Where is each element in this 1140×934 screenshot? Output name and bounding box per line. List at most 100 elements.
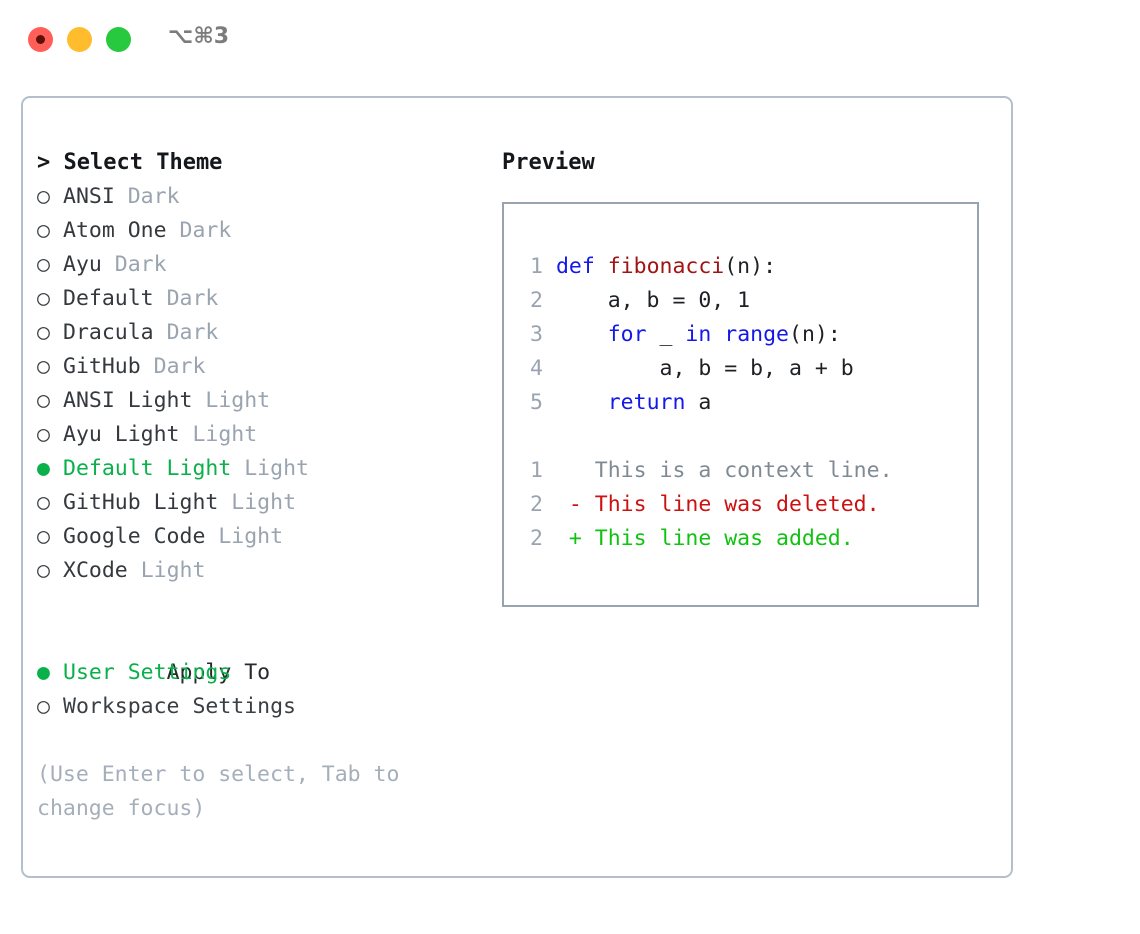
code-token-keyword: for (607, 322, 647, 347)
theme-list-item[interactable]: ○ Google Code Light (37, 520, 497, 554)
code-line: 5 return a (517, 386, 893, 420)
hint-line-2: change focus) (37, 796, 206, 821)
diff-line: 1 This is a context line. (517, 454, 892, 488)
theme-list-item[interactable]: ○Ayu Light Light (37, 418, 497, 452)
radio-selected-icon: ● (37, 456, 50, 481)
theme-name: Dracula (63, 320, 154, 345)
radio-unselected-icon: ○ (37, 558, 50, 583)
diff-line-text: This line was added. (594, 526, 854, 551)
diff-marker: + (568, 526, 582, 551)
diff-line: 2 - This line was deleted. (517, 488, 893, 522)
theme-name-separator (167, 218, 180, 243)
theme-name: ANSI (63, 184, 115, 209)
theme-list-item[interactable]: ●Default Light Light (37, 452, 497, 486)
code-token-function: fibonacci (607, 254, 725, 279)
apply-to-option[interactable]: ○Workspace Settings (37, 690, 497, 724)
theme-name: Default Light (63, 456, 232, 481)
theme-category-label: Dark (166, 320, 219, 345)
line-number: 2 (530, 526, 543, 551)
theme-list-item[interactable]: ○ Atom One Dark (37, 214, 497, 248)
minimize-window-button[interactable] (67, 27, 92, 52)
theme-name-separator (205, 524, 218, 549)
theme-category-label: Light (192, 422, 258, 447)
theme-name: Ayu (63, 252, 102, 277)
theme-list-item[interactable]: ○GitHub Light Light (37, 486, 497, 520)
gutter-gap (543, 526, 569, 551)
theme-list[interactable]: ○ANSI Dark○Atom One Dark○Ayu Dark○Defaul… (37, 180, 497, 588)
gutter-gap (543, 288, 556, 313)
theme-category-label: Dark (166, 286, 219, 311)
theme-category-label: Light (231, 490, 297, 515)
code-token-plain: a, b = 0, 1 (555, 288, 751, 313)
theme-list-item[interactable]: ○Ayu Dark (37, 248, 497, 282)
code-token-plain (711, 322, 724, 347)
theme-category-label: Light (140, 558, 206, 583)
diff-marker-gap (582, 492, 595, 517)
theme-name-separator (128, 558, 141, 583)
radio-unselected-icon: ○ (37, 218, 50, 243)
theme-name: Google Code (63, 524, 206, 549)
preview-title: Preview (502, 150, 595, 175)
theme-list-item[interactable]: ○ANSI Light Light (37, 384, 497, 418)
code-token-keyword: range (724, 322, 789, 347)
diff-marker (569, 458, 582, 483)
theme-name: Default (63, 286, 154, 311)
radio-unselected-icon: ○ (37, 694, 50, 719)
code-token-keyword: def (555, 254, 608, 279)
diff-line: 2 + This line was added. (517, 522, 893, 556)
theme-list-item[interactable]: ○GitHub Dark (37, 350, 497, 384)
theme-name: Atom One (63, 218, 167, 243)
code-token-plain: a (685, 390, 712, 415)
theme-category-label: Dark (179, 218, 232, 243)
theme-name-separator (154, 286, 167, 311)
gutter-gap (543, 322, 556, 347)
theme-category-label: Dark (153, 354, 206, 379)
line-number: 1 (530, 254, 543, 279)
code-line: 2 a, b = 0, 1 (517, 284, 893, 318)
apply-to-option[interactable]: ●User Settings (37, 656, 497, 690)
diff-marker-gap (582, 526, 595, 551)
theme-name: Ayu Light (63, 422, 180, 447)
list-spacer (37, 588, 497, 622)
line-number: 2 (530, 492, 543, 517)
line-number: 2 (530, 288, 543, 313)
code-token-plain: (n): (724, 254, 777, 279)
theme-list-item[interactable]: ○ Dracula Dark (37, 316, 497, 350)
code-line: 1 def fibonacci(n): (517, 250, 893, 284)
title-bar: ⌥⌘3 (0, 0, 1140, 78)
radio-unselected-icon: ○ (37, 320, 50, 345)
code-line: 3 for _ in range(n): (517, 318, 893, 352)
theme-name: XCode (63, 558, 128, 583)
diff-marker: - (568, 492, 582, 517)
theme-name-separator (115, 184, 128, 209)
code-token-plain (556, 390, 608, 415)
code-token-keyword: return (607, 390, 686, 415)
radio-unselected-icon: ○ (37, 388, 50, 413)
radio-unselected-icon: ○ (37, 524, 50, 549)
gutter-gap (543, 458, 569, 483)
line-number: 5 (530, 390, 543, 415)
theme-list-item[interactable]: ○ XCode Light (37, 554, 497, 588)
close-window-button[interactable] (28, 27, 53, 52)
code-blank-line (517, 420, 893, 454)
theme-category-label: Light (205, 388, 271, 413)
radio-unselected-icon: ○ (37, 354, 50, 379)
theme-category-label: Dark (127, 184, 180, 209)
theme-name-separator (218, 490, 231, 515)
theme-name-separator (102, 252, 115, 277)
line-number: 3 (530, 322, 543, 347)
theme-list-column: > Select Theme ○ANSI Dark○Atom One Dark○… (37, 146, 497, 826)
hint-line-1: (Use Enter to select, Tab to (37, 762, 400, 787)
maximize-window-button[interactable] (106, 27, 131, 52)
theme-list-item[interactable]: ○Default Dark (37, 282, 497, 316)
apply-to-options[interactable]: ●User Settings○Workspace Settings (37, 656, 497, 724)
theme-category-label: Light (218, 524, 284, 549)
theme-list-item[interactable]: ○ANSI Dark (37, 180, 497, 214)
keyboard-shortcut-label: ⌥⌘3 (168, 24, 230, 49)
theme-selector-panel: > Select Theme ○ANSI Dark○Atom One Dark○… (21, 96, 1013, 878)
keyboard-hint: (Use Enter to select, Tab to change focu… (37, 758, 447, 826)
theme-name: GitHub Light (63, 490, 219, 515)
apply-to-header-label: Apply To (166, 660, 271, 685)
theme-name-separator (154, 320, 167, 345)
